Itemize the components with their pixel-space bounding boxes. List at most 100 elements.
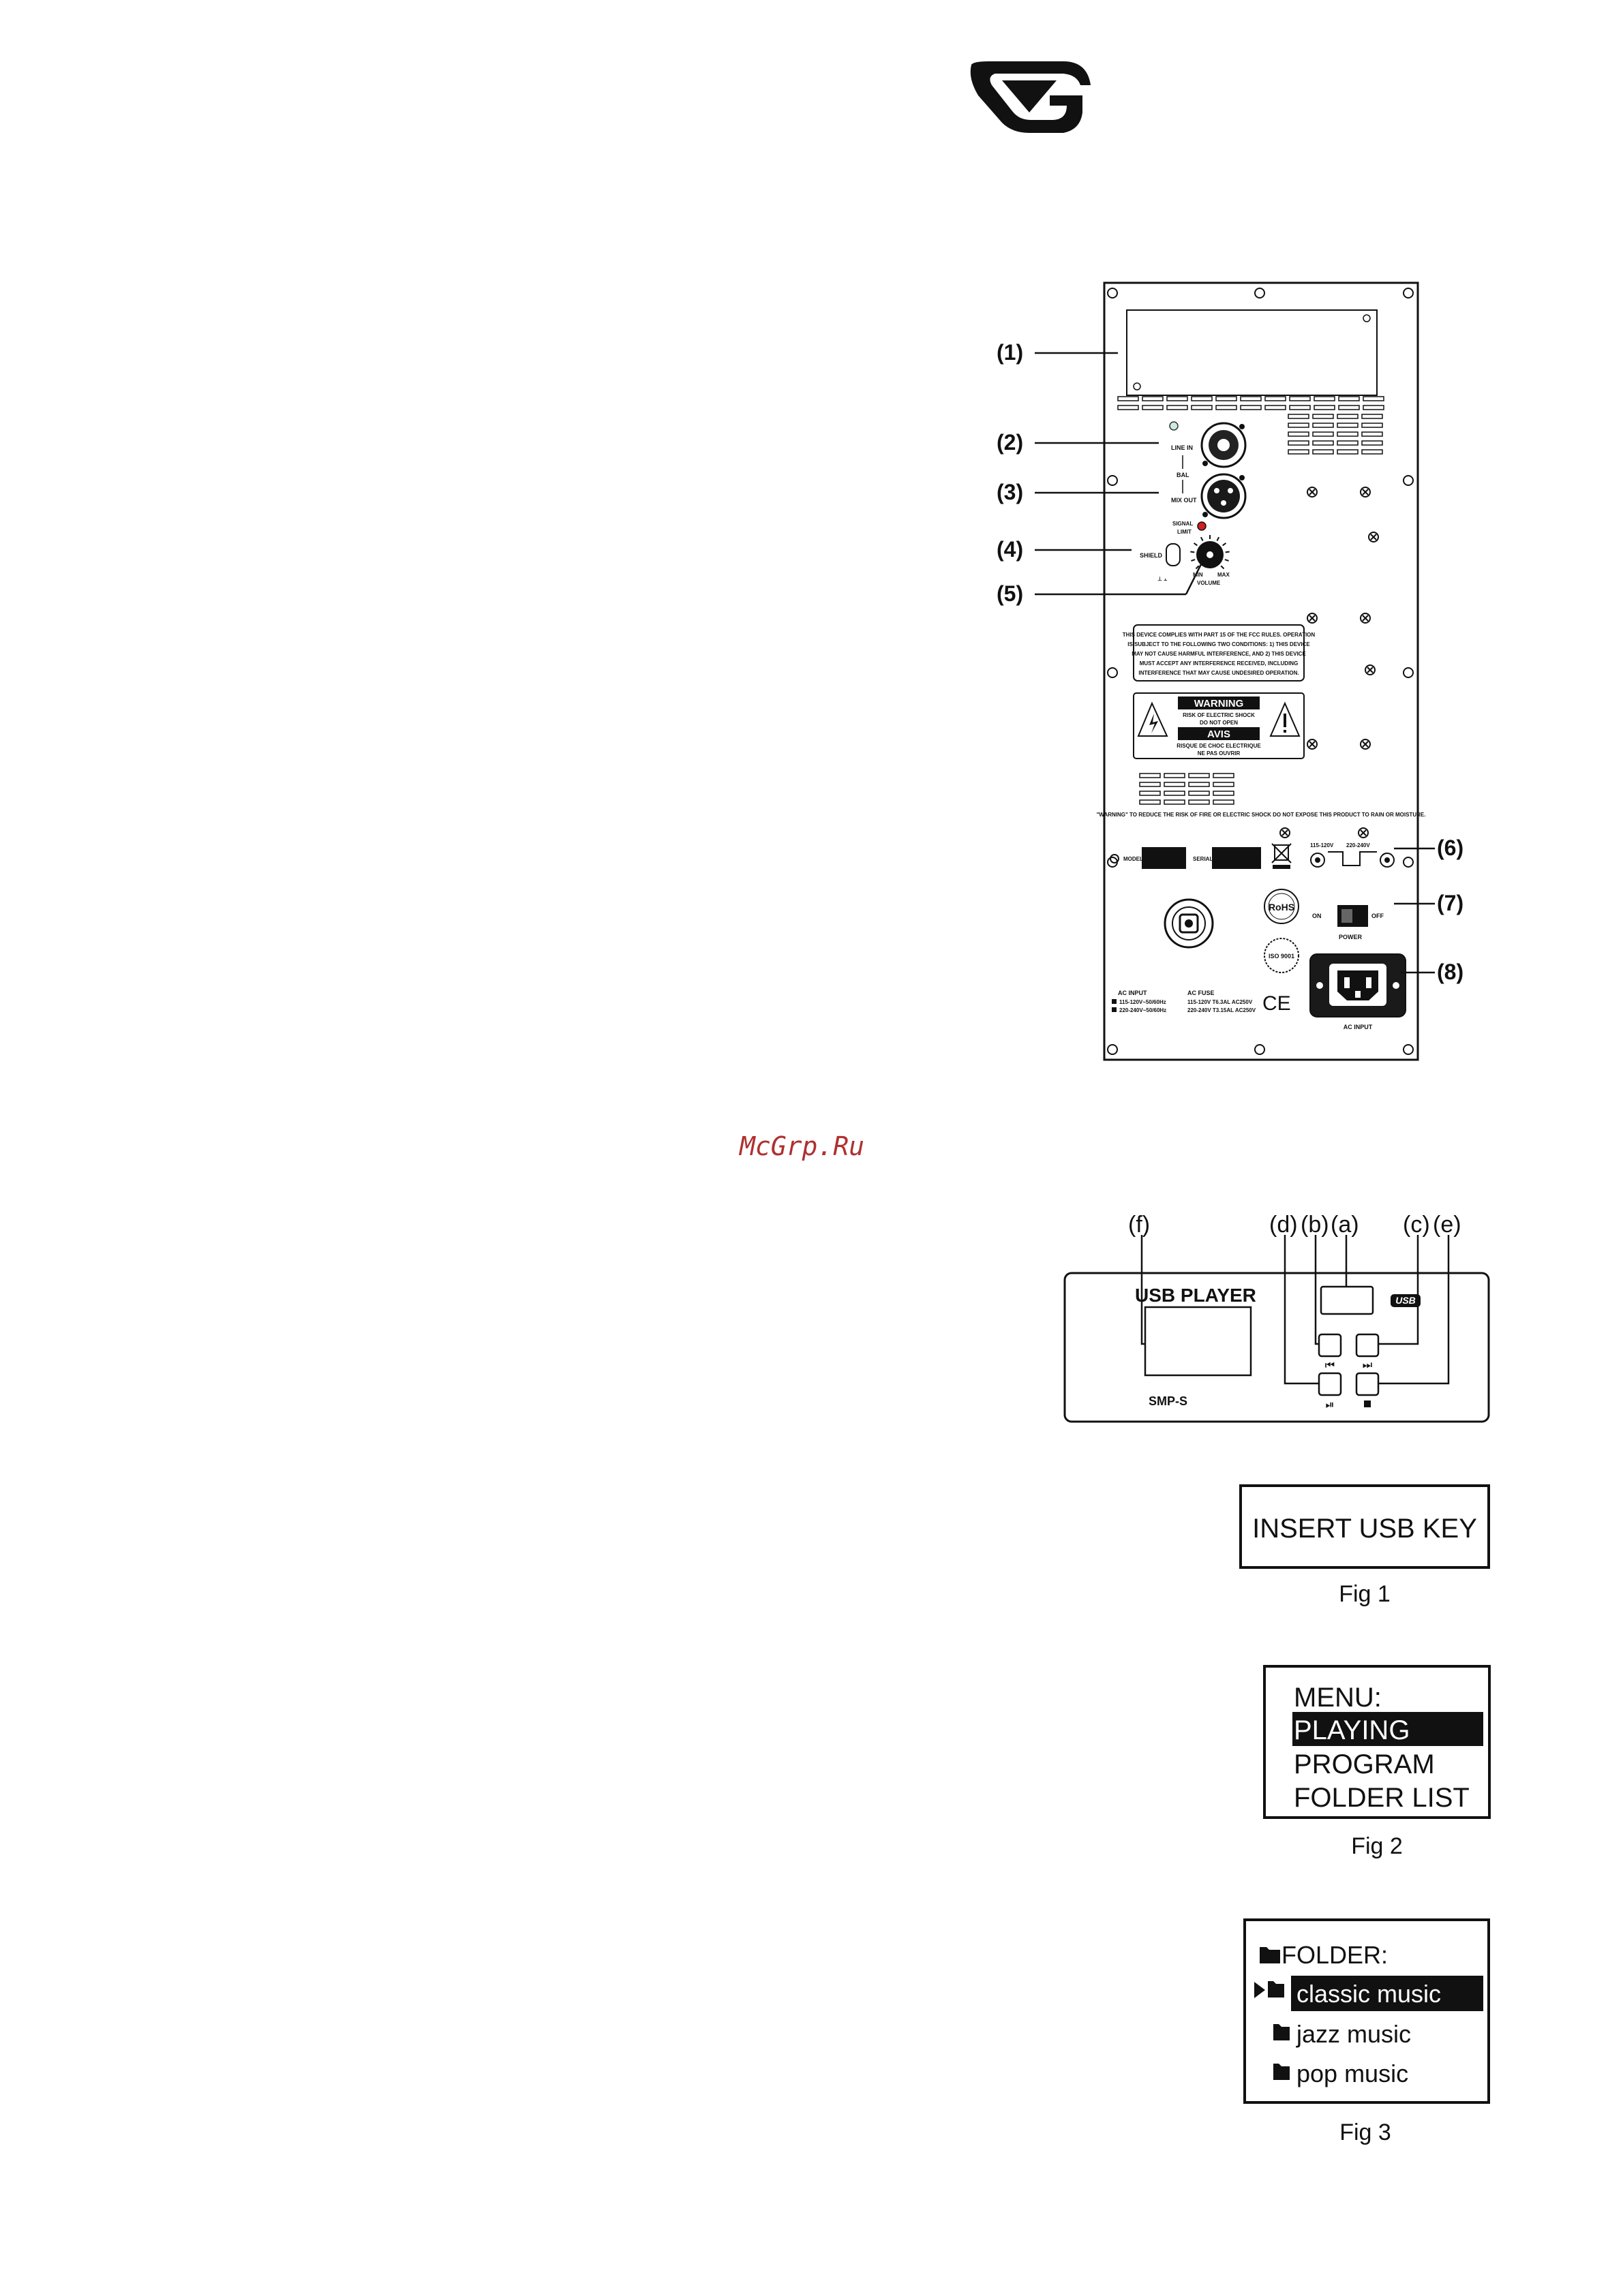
vent-slot (1215, 396, 1237, 401)
svg-text:MUST ACCEPT ANY INTERFERENCE R: MUST ACCEPT ANY INTERFERENCE RECEIVED, I… (1140, 660, 1299, 667)
vent-slot (1289, 396, 1311, 401)
vent-slot (1312, 414, 1334, 419)
fig2-header: MENU: (1294, 1683, 1382, 1713)
fig3-item-pop: pop music (1296, 2060, 1408, 2087)
svg-text:NE PAS OUVRIR: NE PAS OUVRIR (1198, 750, 1241, 756)
stop-button[interactable] (1355, 1372, 1380, 1407)
shield-label: SHIELD (1140, 552, 1163, 559)
power-led (1169, 421, 1179, 431)
model-plate (1142, 847, 1186, 869)
cursor-arrow-icon (1254, 1982, 1265, 1998)
vent-slot (1188, 799, 1210, 805)
rohs-badge: RoHS (1264, 889, 1299, 924)
usb-callout-lines (1140, 1235, 1450, 1385)
rear-panel-outline (1103, 281, 1419, 1061)
vent-slot (1288, 414, 1309, 419)
ac-fuse-220: 220-240V T3.15AL AC250V (1187, 1007, 1256, 1013)
voltage-selector[interactable] (1310, 851, 1395, 868)
vent-slot (1337, 414, 1359, 419)
signal-limit-led (1197, 521, 1207, 531)
play-pause-button[interactable]: ⏯ (1318, 1372, 1342, 1411)
vent-slot (1240, 396, 1262, 401)
line-in-combo-jack[interactable] (1200, 422, 1247, 468)
svg-text:RISQUE DE CHOC ELECTRIQUE: RISQUE DE CHOC ELECTRIQUE (1177, 743, 1261, 749)
cross-screw (1365, 664, 1376, 675)
callout-7: (7) (1437, 891, 1463, 915)
serial-plate (1212, 847, 1261, 869)
cross-screw (1368, 532, 1379, 542)
fig2-item-folder-list: FOLDER LIST (1294, 1783, 1470, 1813)
fig2-item-playing: PLAYING (1294, 1715, 1410, 1745)
vent-slot (1338, 405, 1360, 410)
fig1-text: INSERT USB KEY (1252, 1514, 1477, 1544)
vent-slot (1191, 405, 1213, 410)
stop-icon (1364, 1400, 1371, 1407)
vent-slot (1363, 405, 1384, 410)
power-label: POWER (1339, 934, 1363, 940)
serial-label: SERIAL (1193, 856, 1213, 862)
vent-slot (1312, 440, 1334, 446)
vent-slot (1139, 782, 1161, 787)
vent-slot (1164, 799, 1185, 805)
power-on-label: ON (1312, 913, 1322, 919)
line-in-label: LINE IN (1171, 444, 1193, 451)
brand-logo (970, 61, 1091, 133)
model-label: MODEL (1123, 856, 1143, 862)
vent-slot (1288, 440, 1309, 446)
vent-slot (1337, 440, 1359, 446)
power-off-label: OFF (1371, 913, 1384, 919)
usb-port[interactable] (1320, 1285, 1374, 1315)
cross-screw (1279, 827, 1290, 838)
vent-slot (1164, 773, 1185, 778)
shield-switch[interactable] (1166, 543, 1181, 566)
vent-slot (1264, 396, 1286, 401)
callout-4: (4) (997, 537, 1023, 562)
usb-callout-a: (a) (1331, 1212, 1359, 1238)
vent-slot (1337, 431, 1359, 437)
next-button[interactable]: ⏭ (1355, 1333, 1380, 1371)
rear-callout-lines (1035, 352, 1435, 974)
vent-slot (1142, 396, 1164, 401)
moisture-warning: "WARNING" TO REDUCE THE RISK OF FIRE OR … (1097, 812, 1426, 818)
prev-button[interactable]: ⏮ (1318, 1333, 1342, 1371)
svg-text:AVIS: AVIS (1207, 729, 1230, 740)
vent-slot (1337, 449, 1359, 455)
vent-slot (1288, 431, 1309, 437)
svg-text:WARNING: WARNING (1194, 698, 1244, 709)
svg-text:⊥ ⫠: ⊥ ⫠ (1157, 576, 1167, 582)
svg-text:RISK OF ELECTRIC SHOCK: RISK OF ELECTRIC SHOCK (1183, 712, 1255, 718)
vent-slot (1117, 405, 1139, 410)
usb-player-module: USB PLAYER SMP-S USB ⏮ ⏭ ⏯ (1063, 1272, 1490, 1423)
svg-text:INTERFERENCE THAT MAY CAUSE UN: INTERFERENCE THAT MAY CAUSE UNDESIRED OP… (1138, 670, 1299, 676)
ac-input-socket[interactable] (1309, 953, 1406, 1017)
cross-screw (1360, 613, 1371, 624)
folder-icon (1273, 2024, 1290, 2040)
vent-slot (1240, 405, 1262, 410)
ac-input-115: 115-120V~50/60Hz (1119, 999, 1166, 1005)
callout-8: (8) (1437, 960, 1463, 984)
vent-slot (1288, 449, 1309, 455)
speakon-socket[interactable] (1164, 898, 1214, 949)
usb-player-display (1144, 1306, 1252, 1377)
vent-slot (1164, 791, 1185, 796)
watermark: McGrp.Ru (738, 1131, 864, 1161)
fig2-caption: Fig 2 (1351, 1833, 1403, 1859)
volume-knob[interactable] (1190, 535, 1230, 570)
vent-slot (1164, 782, 1185, 787)
cross-screw (1307, 487, 1318, 498)
fig1-caption: Fig 1 (1339, 1581, 1391, 1607)
vent-slot (1361, 440, 1383, 446)
fig2-highlight (1292, 1712, 1483, 1746)
usb-callout-d: (d) (1269, 1212, 1298, 1238)
rear-panel: LINE IN BAL MIX OUT SIGNAL LIMIT SHIE (1097, 281, 1426, 1061)
svg-text:ISO 9001: ISO 9001 (1269, 953, 1294, 960)
ac-input-220: 220-240V~50/60Hz (1119, 1007, 1166, 1013)
vent-slot (1166, 396, 1188, 401)
mix-out-xlr-jack[interactable] (1200, 473, 1247, 519)
ac-fuse-title: AC FUSE (1187, 990, 1215, 996)
vent-slot (1361, 431, 1383, 437)
vent-slot (1139, 773, 1161, 778)
vent-slot (1264, 405, 1286, 410)
svg-text:THIS DEVICE COMPLIES WITH PART: THIS DEVICE COMPLIES WITH PART 15 OF THE… (1123, 632, 1316, 638)
cross-screw (1360, 487, 1371, 498)
